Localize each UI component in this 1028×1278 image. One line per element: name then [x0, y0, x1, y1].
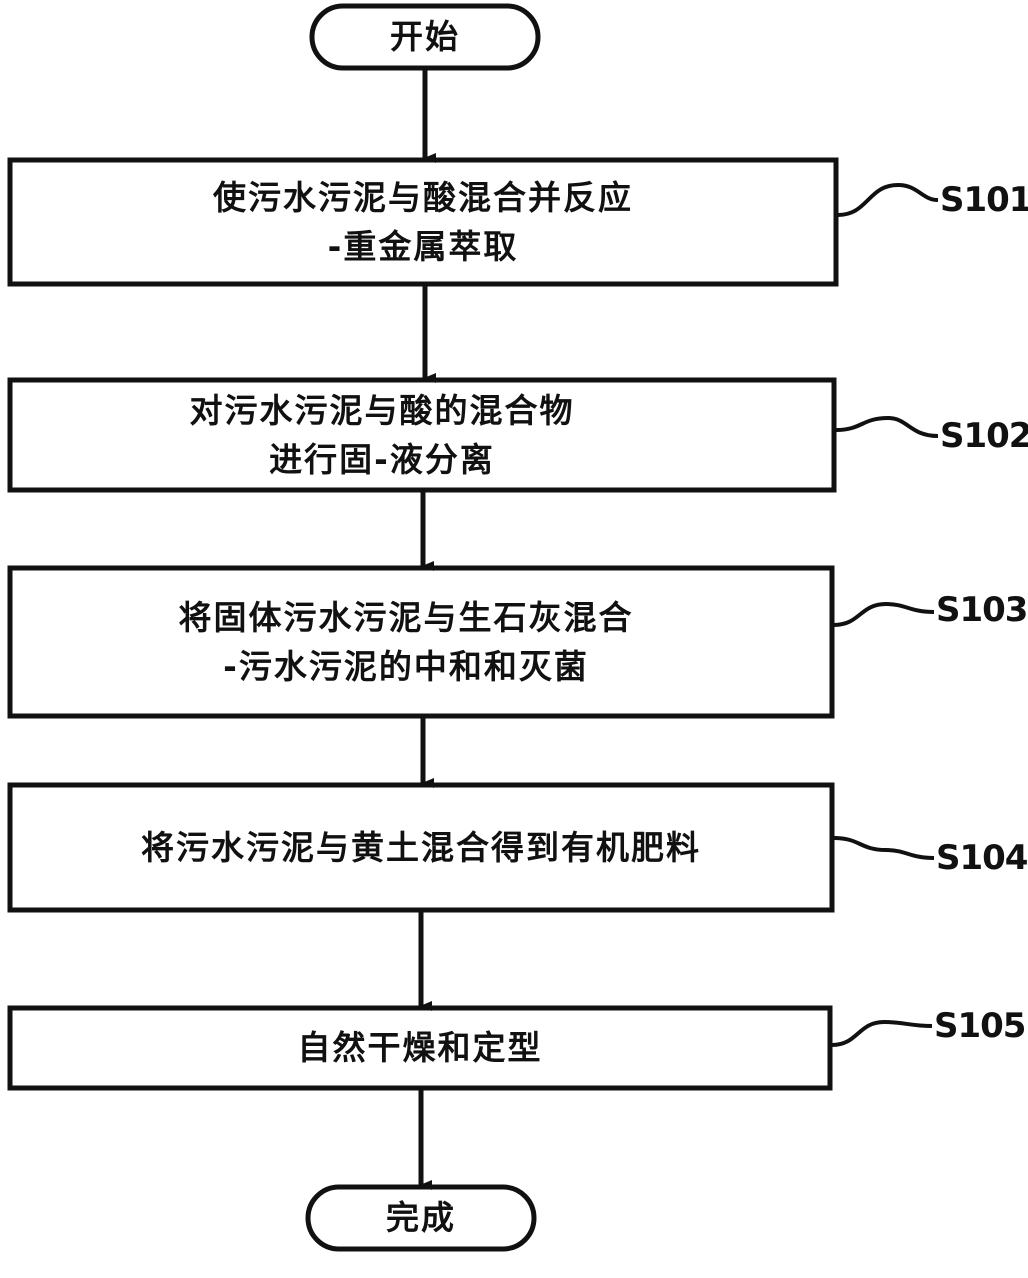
step-line: -污水污泥的中和和灭菌 — [223, 647, 589, 686]
step-text-s102: 对污水污泥与酸的混合物 进行固-液分离 — [10, 380, 834, 490]
step-text-s101: 使污水污泥与酸混合并反应 -重金属萃取 — [10, 160, 836, 284]
leader-s104 — [833, 836, 935, 860]
step-line: 进行固-液分离 — [269, 440, 495, 479]
step-line: -重金属萃取 — [327, 227, 519, 266]
step-text-s105: 自然干燥和定型 — [10, 1008, 830, 1088]
step-line: 将固体污水污泥与生石灰混合 — [178, 597, 634, 637]
end-label-text: 完成 — [386, 1198, 456, 1238]
end-label: 完成 — [308, 1187, 534, 1249]
leader-s105 — [831, 1019, 933, 1047]
leader-s101 — [837, 182, 939, 217]
start-label: 开始 — [312, 6, 538, 68]
step-box-s103 — [7, 565, 835, 719]
start-label-text: 开始 — [390, 17, 460, 57]
step-box-s105 — [7, 1005, 833, 1091]
step-box-s102 — [7, 377, 837, 493]
step-id-s101: S101 — [940, 180, 1028, 220]
step-line: 对污水污泥与酸的混合物 — [189, 390, 575, 430]
leader-s103 — [833, 601, 935, 627]
step-id-s104: S104 — [936, 838, 1028, 878]
step-line: 使污水污泥与酸混合并反应 — [213, 177, 633, 217]
step-box-s104 — [7, 782, 835, 913]
step-line: 自然干燥和定型 — [297, 1028, 543, 1068]
step-id-s105: S105 — [934, 1006, 1026, 1046]
leader-s102 — [835, 415, 939, 438]
step-text-s104: 将污水污泥与黄土混合得到有机肥料 — [10, 785, 832, 910]
step-id-s103: S103 — [936, 590, 1028, 630]
step-text-s103: 将固体污水污泥与生石灰混合 -污水污泥的中和和灭菌 — [10, 568, 832, 716]
step-line: 将污水污泥与黄土混合得到有机肥料 — [141, 827, 701, 867]
step-id-s102: S102 — [940, 416, 1028, 456]
